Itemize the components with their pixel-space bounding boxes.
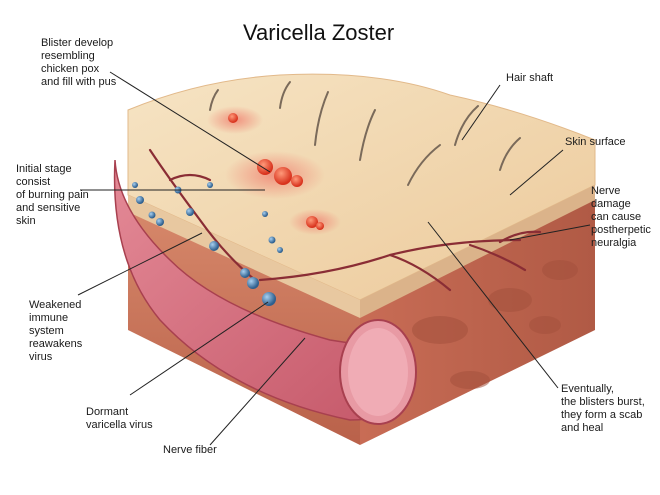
label-dormant: Dormant varicella virus (86, 406, 153, 431)
label-nerve-damage: Nerve damage can cause postherpetic neur… (591, 185, 651, 249)
leader-lines (77, 71, 591, 446)
label-initial-stage: Initial stage consist of burning pain an… (16, 163, 89, 227)
label-weakened: Weakened immune system reawakens virus (29, 299, 83, 363)
virus-particles (132, 182, 283, 306)
label-hair-shaft: Hair shaft (506, 72, 554, 84)
label-nerve-fiber: Nerve fiber (163, 444, 217, 456)
label-eventually: Eventually, the blisters burst, they for… (561, 383, 645, 434)
dermis-side-face (360, 185, 595, 445)
label-skin-surface: Skin surface (565, 136, 626, 148)
epidermis-side-band (360, 185, 595, 318)
label-blister: Blister develop resembling chicken pox a… (41, 37, 117, 88)
title-text: Varicella Zoster (243, 20, 395, 45)
epidermis-front-band (128, 195, 360, 318)
blisters (228, 113, 324, 230)
nerve-branches (148, 148, 542, 292)
hair-shafts (209, 81, 521, 186)
